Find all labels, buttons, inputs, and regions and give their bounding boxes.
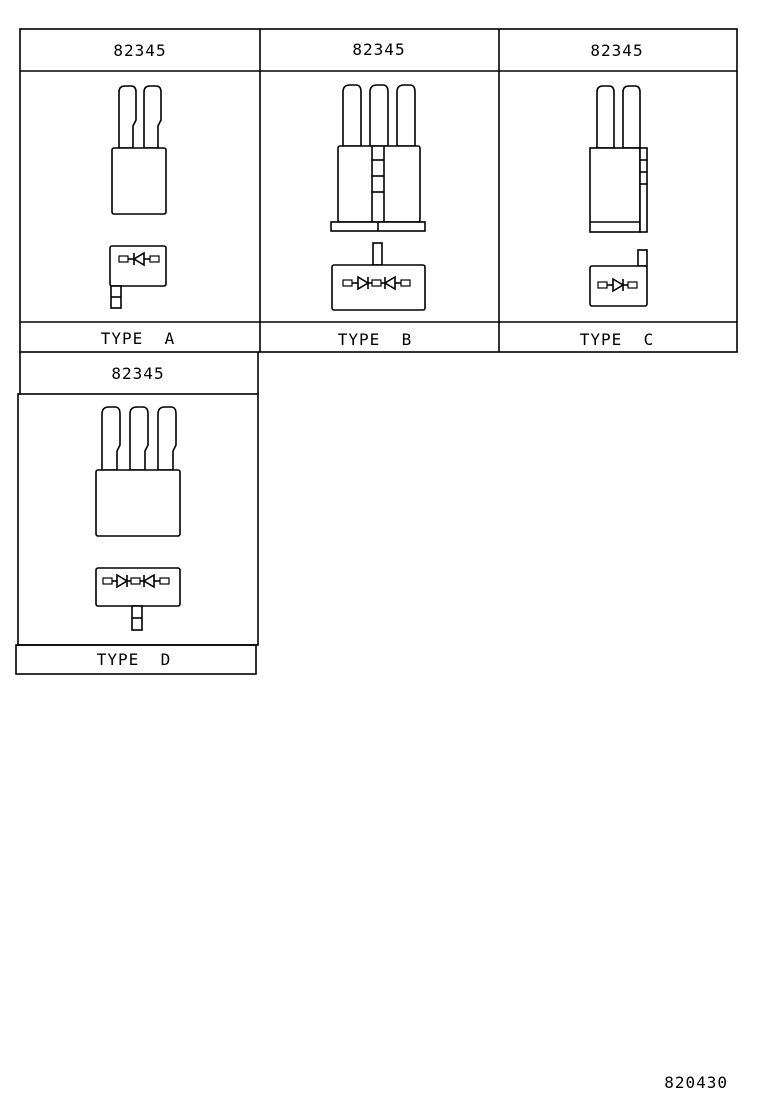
- type-b-diode-symbol-block: [331, 242, 426, 311]
- type-label-d: TYPE D: [97, 650, 171, 669]
- type-label-c: TYPE C: [580, 330, 654, 349]
- top-row-grid: [19, 28, 738, 353]
- type-b-connector: [330, 84, 426, 232]
- type-c-connector: [589, 85, 648, 233]
- type-d-diode-symbol-block: [95, 567, 181, 631]
- part-number-type-c: 82345: [590, 41, 643, 60]
- drawing-number: 820430: [664, 1073, 728, 1092]
- type-d-grid: [15, 352, 259, 675]
- type-d-connector: [95, 406, 181, 537]
- type-a-connector: [111, 85, 167, 215]
- type-label-a: TYPE A: [101, 329, 175, 348]
- type-a-diode-symbol-block: [109, 245, 167, 309]
- part-number-type-a: 82345: [113, 41, 166, 60]
- type-label-b: TYPE B: [338, 330, 412, 349]
- type-c-diode-symbol-block: [589, 249, 648, 307]
- part-number-type-d: 82345: [111, 364, 164, 383]
- part-number-type-b: 82345: [352, 40, 405, 59]
